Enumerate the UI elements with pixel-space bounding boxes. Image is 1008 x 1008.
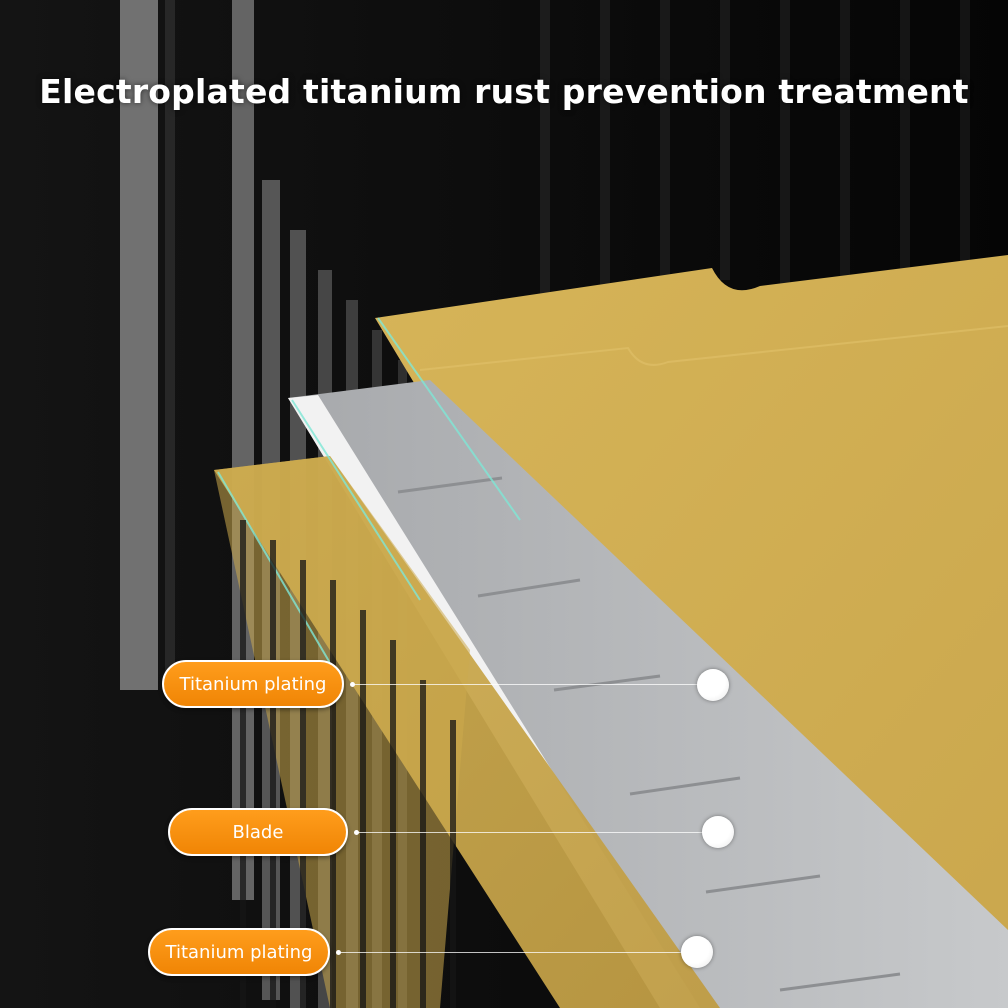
leader-end-top: [350, 682, 355, 687]
marker-dot-bottom: [681, 936, 713, 968]
titanium-plating-front-overlay: [214, 456, 470, 1008]
edge-glow: [217, 317, 521, 681]
blade-body: [288, 380, 1008, 1008]
leader-end-middle: [354, 830, 359, 835]
foreground-grille: [240, 520, 456, 1008]
callout-blade: Blade: [168, 808, 348, 856]
blade-score-lines: [397, 476, 901, 992]
callout-titanium-plating-bottom: Titanium plating: [148, 928, 330, 976]
leader-end-bottom: [336, 950, 341, 955]
marker-dot-middle: [702, 816, 734, 848]
callout-titanium-plating-top: Titanium plating: [162, 660, 344, 708]
marker-dot-top: [697, 669, 729, 701]
leader-line-top: [352, 684, 712, 685]
leader-line-bottom: [338, 952, 694, 953]
headline: Electroplated titanium rust prevention t…: [39, 72, 969, 111]
leader-line-middle: [356, 832, 716, 833]
